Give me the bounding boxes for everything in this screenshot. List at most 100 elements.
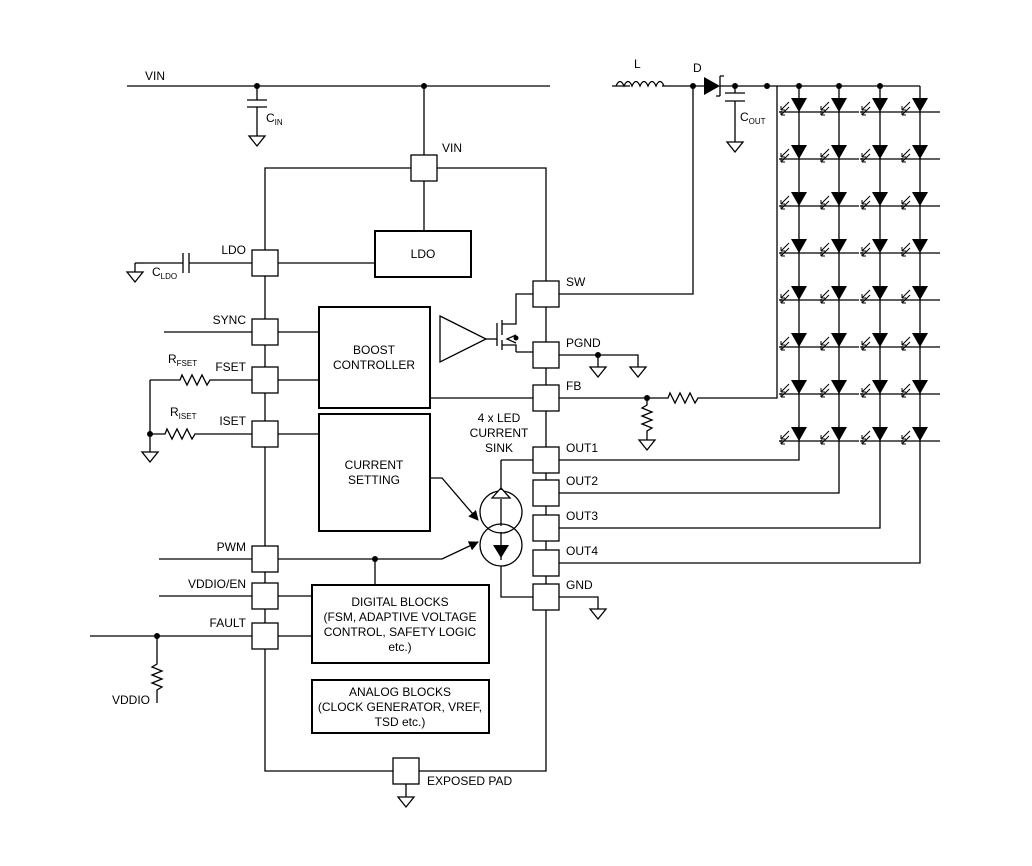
led — [900, 145, 940, 163]
fb-pin-net: FB — [430, 86, 778, 452]
digital-line-3: CONTROL, SAFETY LOGIC — [324, 625, 477, 639]
led — [779, 192, 819, 210]
vin-rail-label: VIN — [145, 69, 165, 83]
led — [779, 333, 819, 351]
digital-line-2: (FSM, ADAPTIVE VOLTAGE — [324, 610, 477, 624]
led — [779, 145, 819, 163]
led — [900, 333, 940, 351]
out2-pin — [532, 479, 560, 507]
led — [900, 192, 940, 210]
vin-pin — [410, 154, 438, 182]
pgnd-pin-net: PGND — [559, 336, 648, 379]
gnd-pin-net: GND — [559, 578, 608, 621]
led — [819, 427, 859, 445]
gate-driver — [439, 314, 497, 364]
iset-pin-net: ISET RISET — [140, 405, 319, 464]
ldo-block-label: LDO — [411, 247, 436, 261]
power-mosfet — [496, 293, 533, 353]
sw-pin-label: SW — [566, 275, 586, 289]
led — [779, 427, 819, 445]
fset-pin-net: FSET RFSET — [149, 352, 319, 434]
sink-line-1: 4 x LED — [478, 411, 521, 425]
input-capacitor: CIN — [247, 86, 283, 148]
output-capacitor: COUT — [725, 83, 766, 154]
current-setting-block: CURRENT SETTING — [318, 413, 431, 532]
sw-pin — [532, 280, 560, 308]
led — [860, 98, 900, 116]
cin-label: CIN — [266, 111, 283, 127]
analog-line-2: (CLOCK GENERATOR, VREF, — [318, 700, 482, 714]
iset-pin — [251, 420, 279, 448]
out4-pin — [532, 549, 560, 577]
diode-label: D — [693, 61, 702, 75]
led — [860, 380, 900, 398]
digital-blocks: DIGITAL BLOCKS (FSM, ADAPTIVE VOLTAGE CO… — [311, 584, 490, 664]
gnd-pin-label: GND — [566, 578, 593, 592]
led — [819, 192, 859, 210]
led — [900, 380, 940, 398]
ldo-block: LDO — [374, 230, 472, 278]
fault-pin — [251, 622, 279, 650]
sink-line-2: CURRENT — [470, 426, 529, 440]
led — [819, 98, 859, 116]
fault-pin-label: FAULT — [210, 616, 247, 630]
sync-pin-net: SYNC — [164, 313, 319, 333]
exposed-pad-label: EXPOSED PAD — [427, 774, 512, 788]
led — [860, 239, 900, 257]
led — [860, 333, 900, 351]
ldo-pin-label: LDO — [221, 243, 246, 257]
ldo-pin — [251, 249, 279, 277]
led — [819, 286, 859, 304]
led — [900, 239, 940, 257]
led — [819, 333, 859, 351]
led — [860, 286, 900, 304]
analog-blocks: ANALOG BLOCKS (CLOCK GENERATOR, VREF, TS… — [311, 679, 490, 734]
schottky-diode: D — [690, 61, 767, 97]
led — [860, 145, 900, 163]
rfset-label: RFSET — [168, 352, 197, 368]
digital-line-4: etc.) — [388, 640, 411, 654]
inductor: L — [615, 57, 665, 88]
out1-pin — [532, 446, 560, 474]
out-pins-net: OUT1 OUT2 OUT3 OUT4 — [501, 83, 921, 564]
boost-line-1: BOOST — [353, 343, 396, 357]
current-setting-line-2: SETTING — [348, 473, 400, 487]
fault-pin-net: FAULT VDDIO — [90, 616, 312, 707]
out2-label: OUT2 — [566, 474, 598, 488]
pgnd-pin-label: PGND — [566, 336, 601, 350]
fset-pin-label: FSET — [215, 360, 246, 374]
led — [779, 286, 819, 304]
sink-line-3: SINK — [485, 441, 513, 455]
inductor-label: L — [634, 57, 641, 71]
led — [900, 427, 940, 445]
sync-pin — [251, 318, 279, 346]
iset-pin-label: ISET — [219, 414, 246, 428]
led — [819, 239, 859, 257]
sw-pin-net: SW — [559, 86, 694, 295]
exposed-pad-pin — [392, 757, 420, 785]
digital-line-1: DIGITAL BLOCKS — [351, 595, 448, 609]
vddio-en-pin-label: VDDIO/EN — [188, 577, 246, 591]
boost-controller-block: BOOST CONTROLLER — [318, 306, 431, 409]
gnd-pin — [532, 583, 560, 611]
led — [900, 286, 940, 304]
vin-rail: VIN — [127, 69, 704, 89]
current-sink: 4 x LED CURRENT SINK — [375, 411, 533, 598]
pwm-pin-net: PWM — [159, 540, 378, 585]
vin-pin-label: VIN — [442, 141, 462, 155]
out3-label: OUT3 — [566, 509, 598, 523]
out3-pin — [532, 514, 560, 542]
led — [779, 380, 819, 398]
pwm-pin-label: PWM — [217, 540, 246, 554]
current-setting-line-1: CURRENT — [345, 458, 404, 472]
led-array — [779, 98, 940, 445]
led — [779, 239, 819, 257]
analog-line-1: ANALOG BLOCKS — [349, 685, 451, 699]
vddio-en-pin-net: VDDIO/EN — [159, 577, 312, 597]
led — [819, 380, 859, 398]
pins — [251, 154, 560, 785]
fset-pin — [251, 366, 279, 394]
vddio-label: VDDIO — [112, 693, 150, 707]
led — [860, 192, 900, 210]
cldo-label: CLDO — [152, 265, 177, 281]
